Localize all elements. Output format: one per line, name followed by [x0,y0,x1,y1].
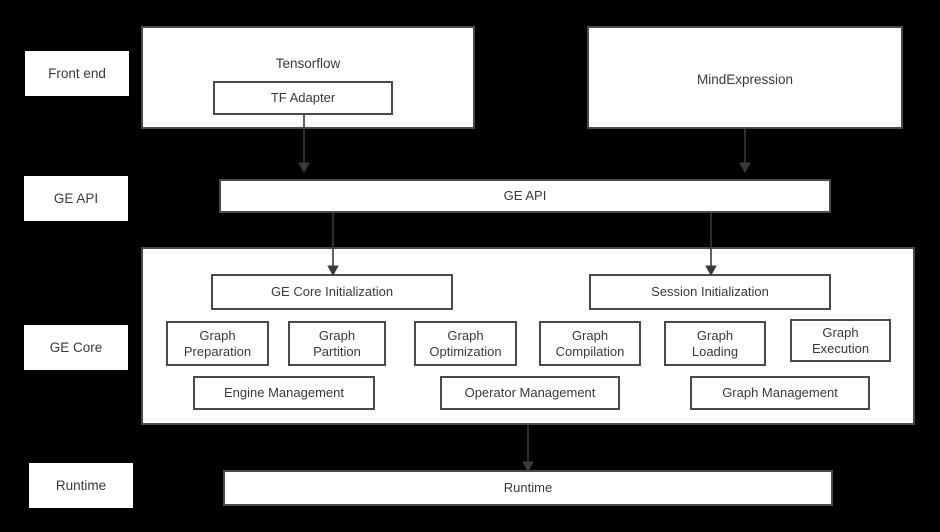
graph-management-node[interactable]: Graph Management [690,376,870,410]
graph-compilation-node[interactable]: Graph Compilation [539,321,641,366]
ge-core-initialization-node[interactable]: GE Core Initialization [211,274,453,310]
mindexpression-title: MindExpression [696,72,794,87]
tensorflow-title: Tensorflow [275,56,341,71]
runtime-bar[interactable]: Runtime [223,470,833,506]
graph-loading-node[interactable]: Graph Loading [664,321,766,366]
operator-management-node[interactable]: Operator Management [440,376,620,410]
session-initialization-node[interactable]: Session Initialization [589,274,831,310]
graph-optimization-node[interactable]: Graph Optimization [414,321,517,366]
layer-label-ge-api: GE API [24,176,128,221]
tf-adapter-node[interactable]: TF Adapter [213,81,393,115]
ge-api-bar[interactable]: GE API [219,179,831,213]
layer-label-ge-core: GE Core [24,325,128,370]
mindexpression-group: MindExpression [587,26,903,129]
graph-preparation-node[interactable]: Graph Preparation [166,321,269,366]
layer-label-front-end: Front end [25,51,129,96]
graph-execution-node[interactable]: Graph Execution [790,319,891,362]
engine-management-node[interactable]: Engine Management [193,376,375,410]
layer-label-runtime: Runtime [29,463,133,508]
graph-partition-node[interactable]: Graph Partition [288,321,386,366]
